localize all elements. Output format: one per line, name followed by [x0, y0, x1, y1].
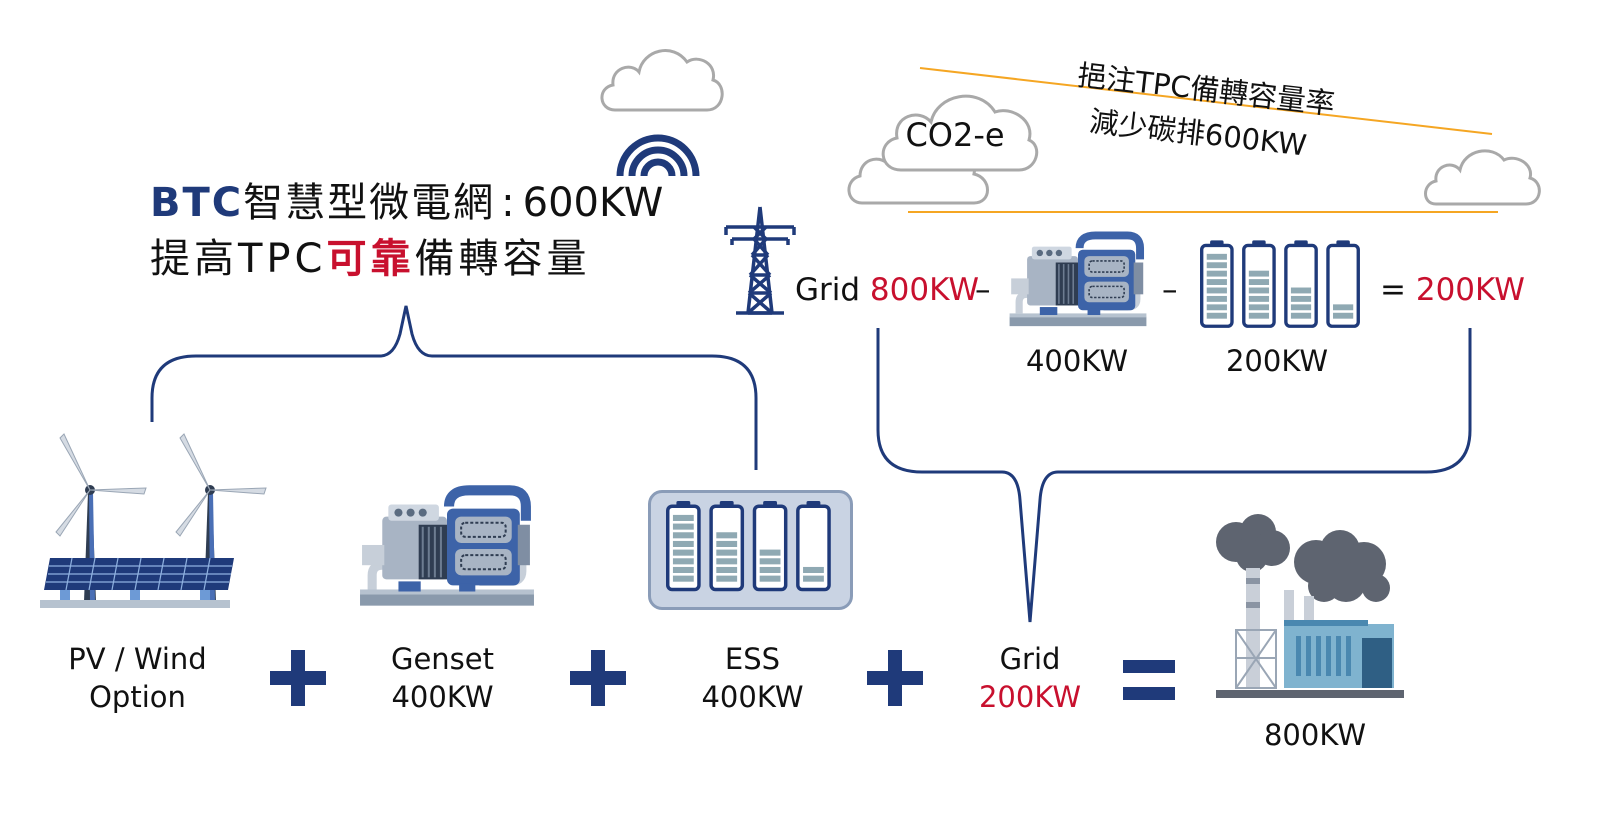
ess-label-line1: ESS — [724, 642, 781, 676]
pv-label-line2: Option — [89, 680, 186, 714]
page-title: BTC智慧型微電網:600KW — [150, 178, 663, 228]
wifi-signal-icon — [616, 134, 700, 177]
ess-label: ESS 400KW — [680, 640, 825, 716]
factory-icon — [1216, 514, 1404, 698]
subtitle-highlight: 可靠 — [326, 236, 415, 282]
equation-genset-value: 400KW — [1025, 344, 1128, 378]
co2-cloud — [881, 94, 1039, 172]
co2-label: CO2-e — [905, 116, 1005, 154]
genset-icon — [358, 484, 536, 610]
pv-label-line1: PV / Wind — [68, 642, 207, 676]
grid-label: Grid 200KW — [960, 640, 1100, 716]
battery-icon — [666, 500, 836, 594]
pv-label: PV / Wind Option — [40, 640, 235, 716]
page-subtitle: 提高TPC可靠備轉容量 — [150, 234, 590, 284]
equals-icon — [1123, 660, 1175, 700]
brand-text: BTC — [150, 180, 244, 226]
equation-grid: Grid 800KW — [795, 270, 979, 310]
grid-label-line1: Grid — [999, 642, 1061, 676]
plus-icon-2 — [570, 650, 626, 706]
title-colon: : — [501, 180, 517, 226]
genset-label: Genset 400KW — [370, 640, 515, 716]
cloud-icon-right — [1424, 149, 1541, 206]
ess-label-line2: 400KW — [701, 680, 804, 714]
title-text: 智慧型微電網 — [243, 180, 496, 226]
plus-icon-1 — [270, 650, 326, 706]
solar-panel-icon — [40, 557, 234, 608]
subtitle-suffix: 備轉容量 — [414, 236, 591, 282]
cloud-icon-top — [600, 49, 724, 112]
equation-minus-1: – — [975, 272, 991, 308]
equation-result: = 200KW — [1380, 270, 1525, 310]
genset-label-line2: 400KW — [391, 680, 494, 714]
equation-result-value: 200KW — [1415, 272, 1525, 308]
battery-icon-small — [1200, 240, 1365, 330]
factory-label: 800KW — [1263, 718, 1366, 752]
equation-grid-value: 800KW — [869, 272, 979, 308]
genset-icon-small — [1008, 230, 1148, 330]
genset-label-line1: Genset — [390, 642, 494, 676]
plus-icon-3 — [867, 650, 923, 706]
equation-ess-value: 200KW — [1225, 344, 1328, 378]
equation-grid-label: Grid — [795, 272, 861, 308]
subtitle-prefix: 提高TPC — [150, 236, 327, 282]
grid-label-line2: 200KW — [978, 680, 1081, 714]
transmission-tower-icon — [724, 206, 796, 315]
title-value: 600KW — [522, 180, 664, 226]
equation-minus-2: – — [1162, 272, 1178, 308]
equation-equals: = — [1380, 272, 1406, 308]
